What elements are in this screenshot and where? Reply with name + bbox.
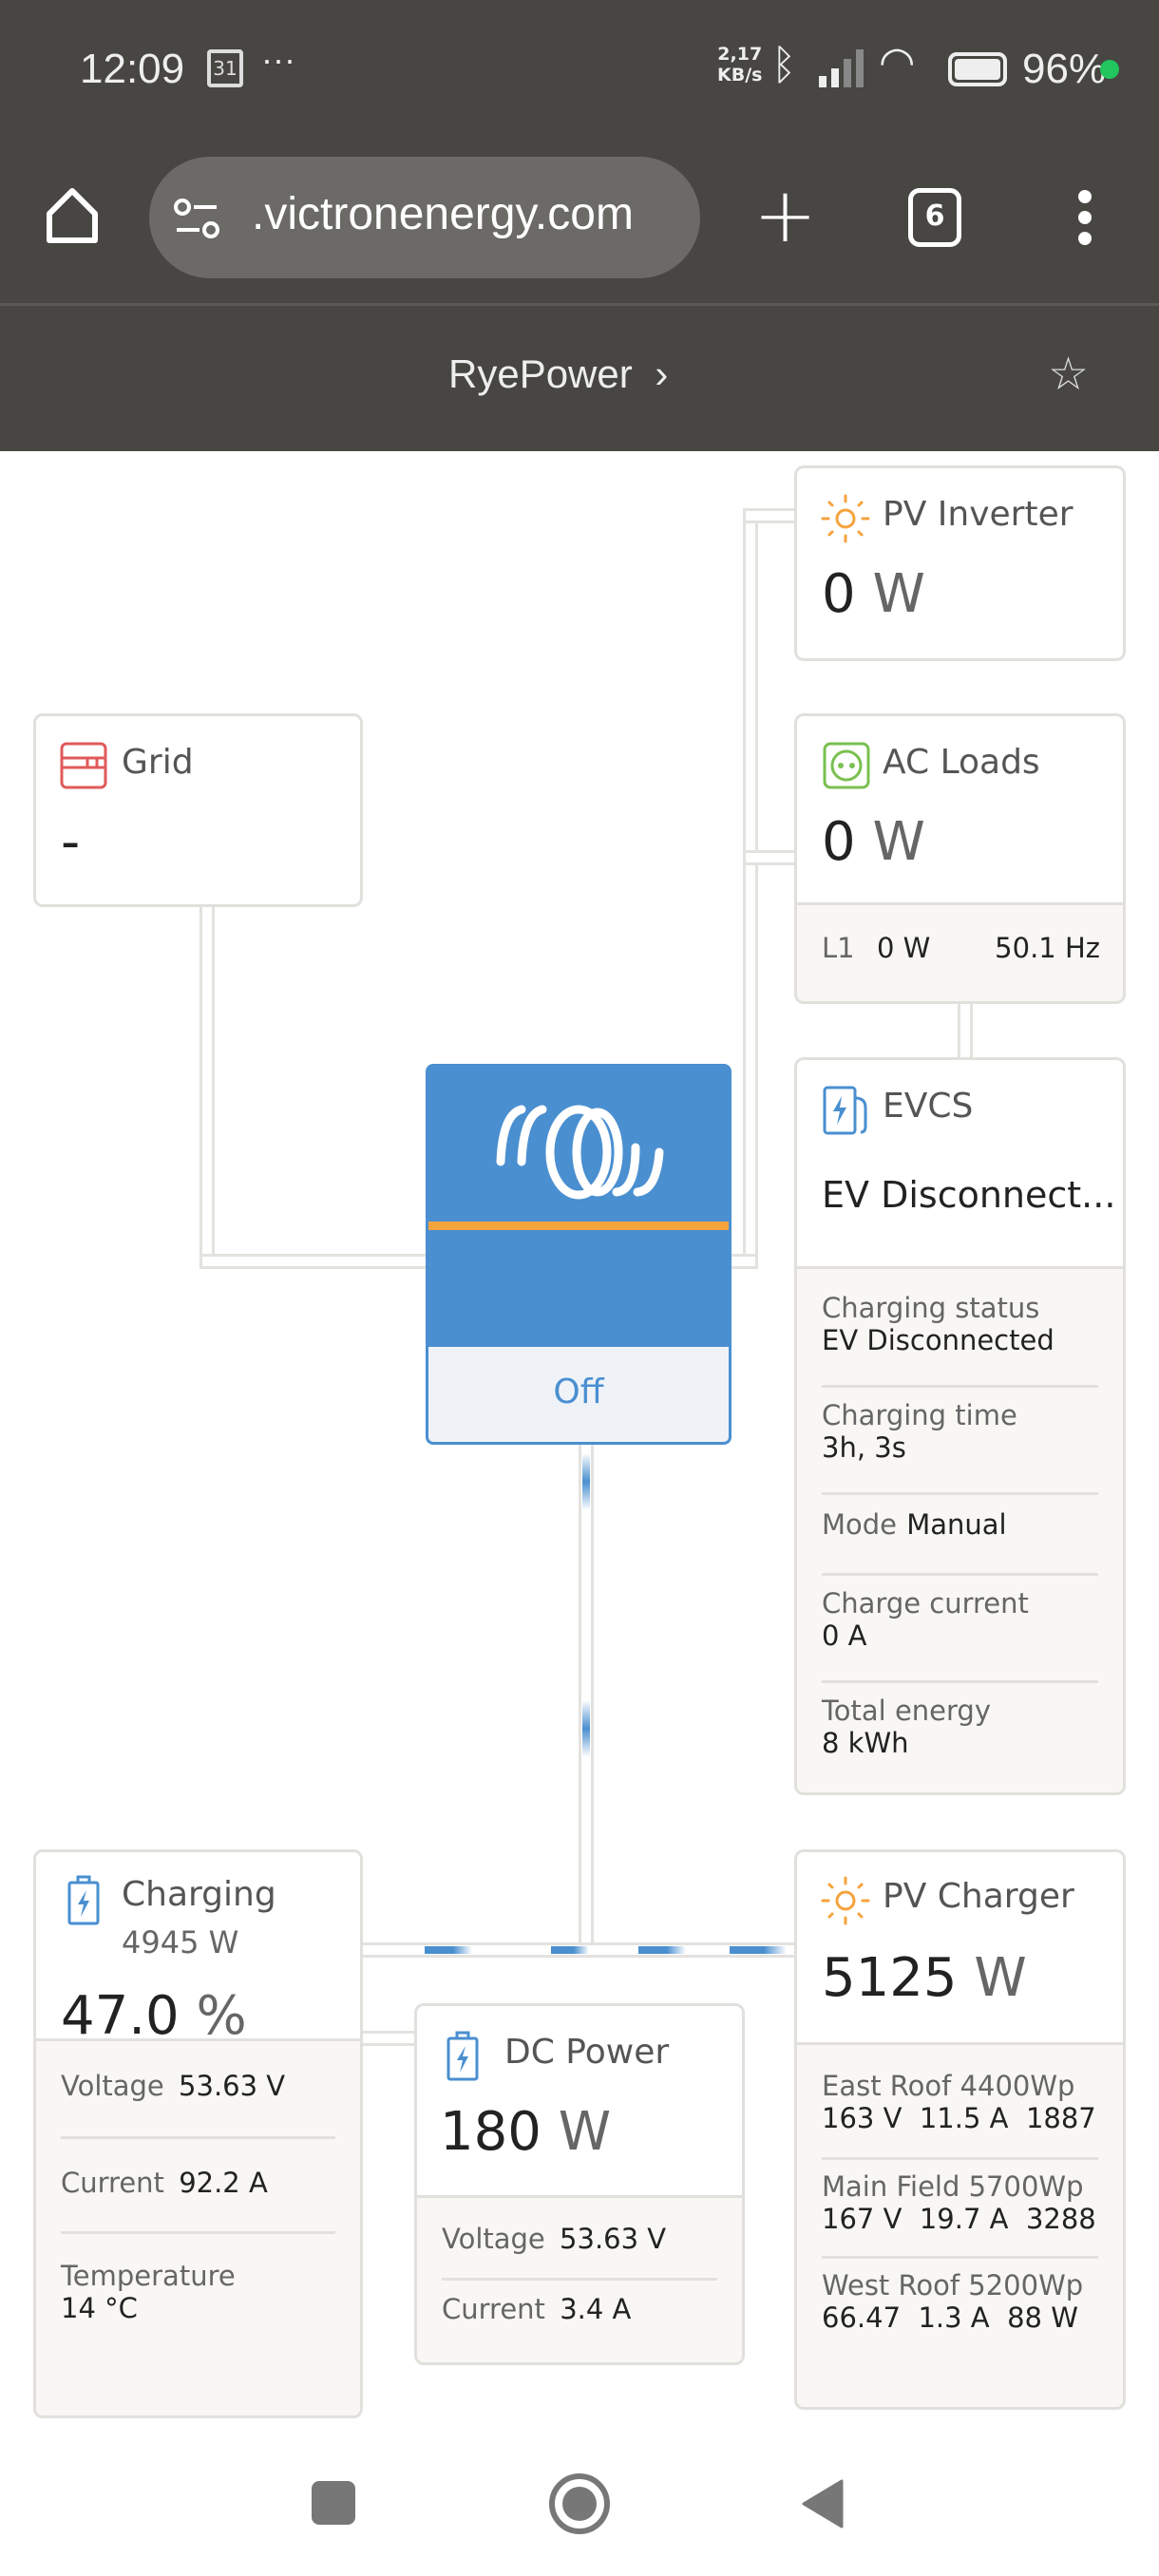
grid-card[interactable]: Grid - bbox=[33, 713, 363, 907]
phase-power: 0 W bbox=[877, 932, 931, 964]
ac-loads-card[interactable]: AC Loads 0 W L1 0 W 50.1 Hz bbox=[794, 713, 1126, 1004]
flow-indicator bbox=[582, 1700, 590, 1757]
battery-percent: 96% bbox=[1022, 46, 1107, 92]
card-title: Charging bbox=[122, 1875, 276, 1914]
wire-dc-vertical bbox=[579, 1441, 594, 1958]
wire-pv-inverter bbox=[743, 508, 798, 523]
detail-row: Mode Manual bbox=[822, 1508, 1007, 1541]
home-nav-button[interactable] bbox=[549, 2473, 610, 2534]
inverter-card[interactable]: Off bbox=[426, 1064, 732, 1445]
detail-row: Current 3.4 A bbox=[442, 2293, 632, 2325]
chevron-right-icon: › bbox=[655, 351, 669, 396]
battery-soc: 47.0 % bbox=[61, 1985, 247, 2047]
battery-power: 4945 W bbox=[122, 1924, 239, 1960]
page-title[interactable]: RyePower › bbox=[448, 351, 669, 396]
wire-grid-vertical bbox=[200, 902, 215, 1269]
detail-row: Current 92.2 A bbox=[61, 2167, 268, 2199]
toolbar-divider bbox=[0, 303, 1159, 306]
power-value: 0 W bbox=[822, 811, 925, 873]
address-bar[interactable] bbox=[149, 157, 700, 278]
battery-icon bbox=[446, 2031, 479, 2081]
power-value: 180 W bbox=[440, 2101, 612, 2163]
card-title: Grid bbox=[122, 743, 194, 782]
back-button[interactable] bbox=[800, 2479, 844, 2529]
wifi-icon: ◠ bbox=[879, 39, 916, 85]
power-value: 5125 W bbox=[822, 1947, 1027, 2009]
card-title: AC Loads bbox=[883, 743, 1040, 782]
card-title: PV Charger bbox=[883, 1877, 1074, 1916]
battery-card[interactable]: Charging 4945 W 47.0 % Voltage 53.63 V C… bbox=[33, 1849, 363, 2418]
status-dot bbox=[1100, 60, 1119, 79]
tab-switcher-button[interactable]: 6 bbox=[908, 188, 961, 247]
power-value: 0 W bbox=[822, 563, 925, 625]
status-time: 12:09 bbox=[80, 46, 185, 92]
victron-logo-icon bbox=[496, 1105, 664, 1200]
detail-row: Voltage 53.63 V bbox=[442, 2223, 667, 2255]
card-title: PV Inverter bbox=[883, 495, 1074, 534]
frequency: 50.1 Hz bbox=[995, 932, 1100, 964]
bluetooth-icon: ᛒ bbox=[771, 42, 797, 88]
notification-overflow: ··· bbox=[261, 40, 295, 79]
site-settings-icon[interactable] bbox=[173, 198, 220, 241]
calendar-icon: 31 bbox=[207, 49, 243, 87]
flow-indicator bbox=[582, 1453, 590, 1510]
inverter-state: Off bbox=[428, 1347, 729, 1442]
wire-dc-power bbox=[359, 2031, 418, 2046]
home-button[interactable] bbox=[44, 185, 101, 246]
sun-icon bbox=[821, 494, 870, 543]
sun-icon bbox=[821, 1876, 870, 1925]
card-title: EVCS bbox=[883, 1087, 974, 1126]
pv-inverter-card[interactable]: PV Inverter 0 W bbox=[794, 465, 1126, 661]
flow-indicator bbox=[638, 1946, 686, 1954]
wire-evcs bbox=[958, 999, 973, 1061]
ev-charger-icon bbox=[823, 1086, 867, 1135]
bookmark-star-icon[interactable]: ☆ bbox=[1048, 348, 1090, 401]
url-text[interactable]: .victronenergy.com bbox=[252, 189, 634, 239]
flow-indicator bbox=[551, 1946, 589, 1954]
wire-ac-vertical bbox=[743, 508, 758, 1269]
dc-power-card[interactable]: DC Power 180 W Voltage 53.63 V Current 3… bbox=[414, 2003, 745, 2365]
card-title: DC Power bbox=[504, 2033, 670, 2072]
flow-indicator bbox=[425, 1946, 472, 1954]
recents-button[interactable] bbox=[312, 2481, 355, 2525]
power-value: - bbox=[61, 811, 81, 873]
battery-status-icon bbox=[948, 52, 1007, 86]
evcs-status: EV Disconnect... bbox=[822, 1174, 1116, 1216]
grid-icon bbox=[60, 742, 107, 789]
detail-row: Voltage 53.63 V bbox=[61, 2070, 286, 2102]
wire-ac-loads bbox=[743, 850, 798, 865]
flow-indicator bbox=[730, 1946, 787, 1954]
battery-icon bbox=[67, 1875, 100, 1925]
socket-icon bbox=[823, 742, 870, 789]
phase-label: L1 bbox=[822, 932, 855, 964]
menu-button[interactable] bbox=[1075, 190, 1094, 247]
inverter-state-bar bbox=[428, 1222, 729, 1230]
wire-ac-horizontal bbox=[728, 1254, 758, 1269]
wire-grid-horizontal bbox=[200, 1254, 429, 1269]
new-tab-button[interactable]: + bbox=[753, 171, 818, 259]
signal-icon bbox=[819, 49, 864, 87]
